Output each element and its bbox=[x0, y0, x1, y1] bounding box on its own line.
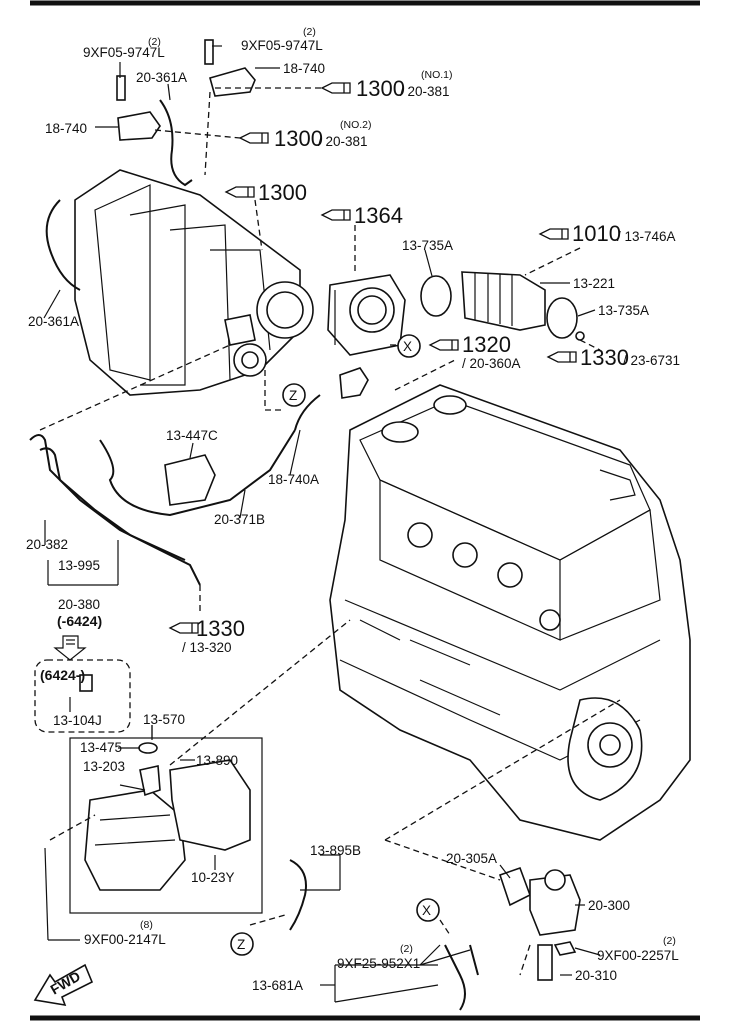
part-label-18-740a: 18-740A bbox=[268, 472, 319, 487]
part-label-9xf25-952x1: 9XF25-952X1 bbox=[337, 956, 420, 971]
part-label-18-740-top: 18-740 bbox=[283, 61, 325, 76]
part-labels: (2) 9XF05-9747L (2) 9XF05-9747L 18-740 2… bbox=[26, 26, 680, 993]
ref-pointer-icon bbox=[429, 339, 459, 351]
serial-range-from: (6424-) bbox=[40, 667, 85, 683]
qty-label: (2) bbox=[400, 943, 413, 955]
ref-13-320: / 13-320 bbox=[182, 640, 232, 655]
ref-pointer-icon bbox=[321, 209, 351, 221]
ref-pointer-icon bbox=[239, 132, 269, 144]
part-label-20-371b: 20-371B bbox=[214, 512, 265, 527]
part-label-9xf05-9747l-left: 9XF05-9747L bbox=[83, 45, 165, 60]
part-label-13-735a-left: 13-735A bbox=[402, 238, 453, 253]
egr-valve-drawing bbox=[498, 866, 581, 981]
part-label-9xf00-2147l: 9XF00-2147L bbox=[84, 932, 166, 947]
part-label-20-310: 20-310 bbox=[575, 968, 617, 983]
ref-1320: 1320 bbox=[462, 332, 511, 357]
part-label-9xf05-9747l-right: 9XF05-9747L bbox=[241, 38, 323, 53]
hose-13-681a-drawing bbox=[444, 944, 479, 1011]
ref-20-381-b: / 20-381 bbox=[318, 134, 368, 149]
throttle-body-drawing bbox=[327, 274, 406, 356]
ref-20-381-a: / 20-381 bbox=[400, 84, 450, 99]
ref-23-6731: / 23-6731 bbox=[623, 353, 680, 368]
ref-1330-a: 1330 bbox=[580, 345, 629, 370]
qty-label: (8) bbox=[140, 919, 153, 931]
dashed-leaders bbox=[39, 87, 621, 976]
ref-20-360a: / 20-360A bbox=[462, 356, 521, 371]
part-label-18-740-left: 18-740 bbox=[45, 121, 87, 136]
engine-block-drawing bbox=[329, 384, 691, 841]
hose-13-895b-drawing bbox=[289, 859, 307, 931]
marker-x-top: X bbox=[403, 339, 412, 354]
ref-pointer-icon bbox=[539, 228, 569, 240]
part-label-13-475: 13-475 bbox=[80, 740, 122, 755]
note-no1: (NO.1) bbox=[421, 69, 453, 81]
part-label-20-300: 20-300 bbox=[588, 898, 630, 913]
ref-1010: 1010 bbox=[572, 221, 621, 246]
ref-1300-b: 1300 bbox=[274, 126, 323, 151]
circle-x-bottom: X bbox=[416, 898, 440, 922]
ref-1300-c: 1300 bbox=[258, 180, 307, 205]
part-label-13-221: 13-221 bbox=[573, 276, 615, 291]
marker-z-top: Z bbox=[289, 388, 297, 403]
ref-pointer-icon bbox=[547, 351, 577, 363]
ref-pointer-icon bbox=[169, 622, 199, 634]
ref-pointer-icon bbox=[321, 82, 351, 94]
serial-arrow-down-icon bbox=[53, 635, 87, 661]
part-label-13-447c: 13-447C bbox=[166, 428, 218, 443]
kit-13-570-box bbox=[69, 737, 263, 914]
part-label-13-995: 13-995 bbox=[58, 558, 100, 573]
ref-pointer-icon bbox=[225, 186, 255, 198]
ref-13-746a: / 13-746A bbox=[617, 229, 676, 244]
qty-label: (2) bbox=[663, 935, 676, 947]
oil-separator-drawing bbox=[79, 674, 251, 891]
marker-z-bottom: Z bbox=[237, 937, 245, 952]
circle-z-bottom: Z bbox=[230, 932, 254, 956]
qty-label: (2) bbox=[303, 26, 316, 38]
part-label-13-570: 13-570 bbox=[143, 712, 185, 727]
part-label-20-305a: 20-305A bbox=[446, 851, 497, 866]
pcv-hoses-drawing bbox=[29, 367, 369, 586]
part-label-20-380: 20-380 bbox=[58, 597, 100, 612]
circle-z-top: Z bbox=[282, 383, 306, 407]
intake-hose-drawing bbox=[420, 271, 585, 341]
part-label-20-361a-top: 20-361A bbox=[136, 70, 187, 85]
part-label-10-23y: 10-23Y bbox=[191, 870, 235, 885]
part-label-13-104j: 13-104J bbox=[53, 713, 102, 728]
part-label-13-203: 13-203 bbox=[83, 759, 125, 774]
serial-range-box bbox=[34, 659, 131, 733]
serial-range-to: (-6424) bbox=[57, 613, 102, 629]
top-sensors-drawing bbox=[45, 39, 256, 291]
part-label-20-361a-left: 20-361A bbox=[28, 314, 79, 329]
ref-1364: 1364 bbox=[354, 203, 403, 228]
part-label-20-382: 20-382 bbox=[26, 537, 68, 552]
part-label-9xf00-2257l: 9XF00-2257L bbox=[597, 948, 679, 963]
note-no2: (NO.2) bbox=[340, 119, 372, 131]
intake-manifold-drawing bbox=[74, 169, 314, 396]
circle-x-top: X bbox=[397, 334, 421, 358]
fwd-arrow-icon: FWD bbox=[33, 963, 94, 1007]
part-label-13-735a-right: 13-735A bbox=[598, 303, 649, 318]
part-label-13-681a: 13-681A bbox=[252, 978, 303, 993]
marker-x-bottom: X bbox=[422, 903, 431, 918]
part-label-13-890: 13-890 bbox=[196, 753, 238, 768]
qty-label: (2) bbox=[148, 36, 161, 48]
ref-1330-b: 1330 bbox=[196, 616, 245, 641]
part-label-13-895b: 13-895B bbox=[310, 843, 361, 858]
ref-1300-a: 1300 bbox=[356, 76, 405, 101]
